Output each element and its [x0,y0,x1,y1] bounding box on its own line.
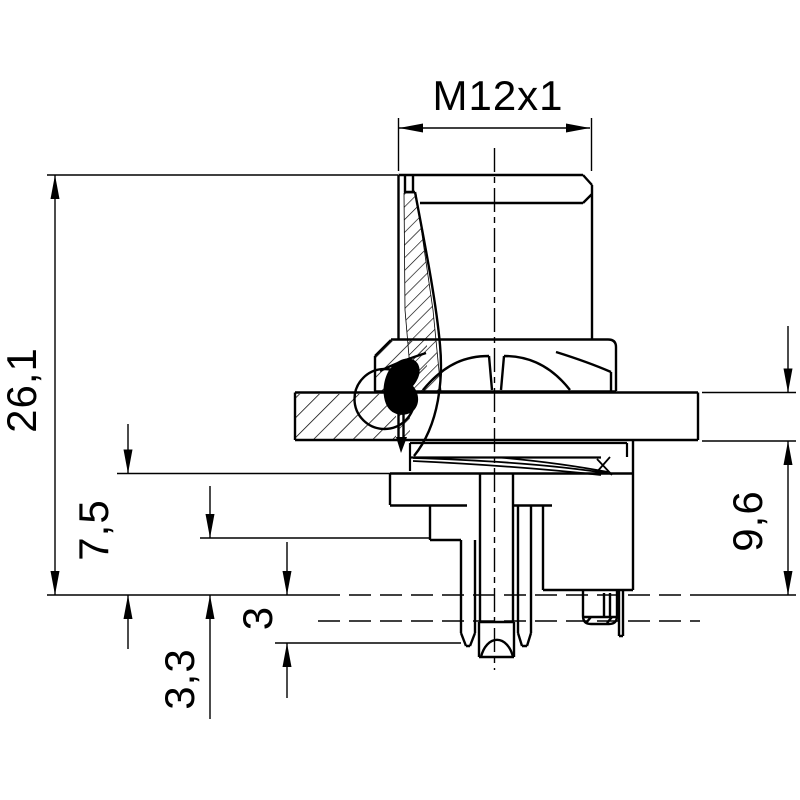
snap-peg [581,590,619,626]
flange-to-board-label: 7,5 [70,499,117,560]
seal-cross-section [383,358,420,415]
pin-protrusion-label: 3 [234,606,281,630]
central-contact [477,473,516,659]
gasket-bell-curve [413,191,443,457]
extension-lines [47,118,796,644]
nut-chamfer-arcs [379,350,613,391]
rear-depth-label: 9,6 [724,490,771,551]
mounting-panel [293,391,700,442]
threaded-barrel [397,173,594,457]
locator-pin [617,590,625,638]
pcb-phantom-lines [318,594,700,622]
panel-section-hatch [296,394,396,439]
board-clearance-label: 3,3 [156,648,203,709]
section-hatching [296,192,442,439]
dimension-arrowheads [50,123,793,667]
rear-housing [388,393,635,592]
solder-pins [459,506,625,648]
overall-height-label: 26,1 [0,347,45,433]
contact-dome [479,638,515,658]
thread-dimension-label: M12x1 [432,72,563,119]
solder-pin-left [459,540,477,648]
dimension-labels: M12x1 26,1 7,5 3,3 3 9,6 [0,72,771,710]
shield-sleeve-top [403,176,415,194]
seal-detail-circle [353,367,416,431]
solder-pin-right [516,506,533,648]
hex-nut [373,338,618,393]
sleeve-tip [396,437,407,453]
